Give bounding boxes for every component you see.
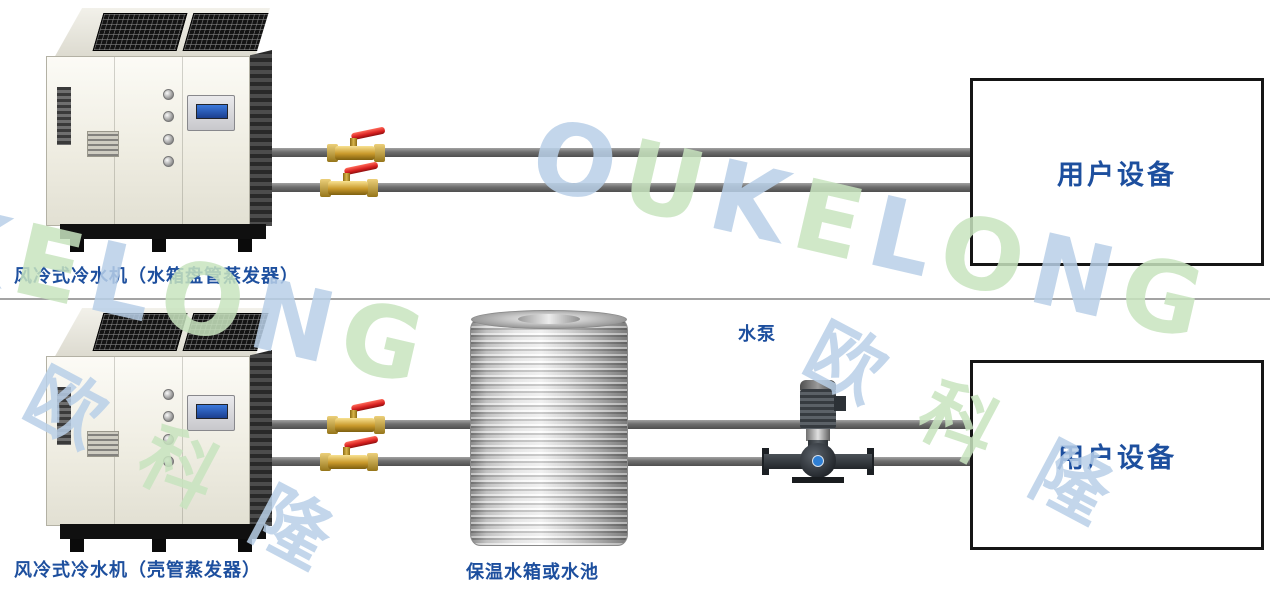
pump-coupling: [806, 429, 830, 441]
valve-nut: [320, 453, 331, 471]
valve-nut: [327, 416, 338, 434]
fan-grille-icon: [92, 13, 188, 51]
control-panel: [187, 95, 235, 131]
section-divider: [0, 298, 1270, 300]
chiller-top-label: 风冷式冷水机（水箱盘管蒸发器）: [14, 266, 299, 287]
chiller-lower-vent: [87, 131, 119, 157]
pipe-top-supply: [252, 148, 970, 157]
pipe-top-return: [252, 183, 970, 192]
chiller-lower-vent: [87, 431, 119, 457]
gauge-knob: [163, 411, 174, 423]
chiller-side-vent: [250, 350, 272, 526]
chiller-front-panel: [46, 356, 250, 526]
valve-body: [335, 418, 375, 432]
pipe-bottom-chiller-to-tank-return: [252, 457, 512, 466]
chiller-roof: [54, 8, 270, 58]
chiller-base: [60, 524, 266, 539]
valve-nut: [374, 144, 385, 162]
chiller-bottom-label: 风冷式冷水机（壳管蒸发器）: [14, 560, 261, 581]
valve-nut: [374, 416, 385, 434]
valve-stem: [343, 447, 350, 457]
valve-stem: [350, 138, 357, 148]
pump-brand-badge: [812, 455, 824, 467]
water-pump: [762, 380, 874, 484]
chiller-foot: [238, 239, 252, 252]
ball-valve-bottom-1: [325, 396, 387, 438]
valve-nut: [367, 179, 378, 197]
gauge-knob: [163, 89, 174, 100]
insulated-water-tank: [470, 310, 628, 546]
gauge-knob: [163, 433, 174, 445]
user-device-box-bottom: 用户设备: [970, 360, 1264, 550]
fan-grille-icon: [182, 13, 270, 51]
gauge-knob: [163, 133, 174, 145]
control-panel: [187, 395, 235, 431]
valve-stem: [350, 410, 357, 420]
ball-valve-bottom-2: [318, 433, 380, 475]
chiller-foot: [238, 539, 252, 552]
valve-nut: [367, 453, 378, 471]
gauge-column: [163, 389, 175, 467]
chiller-foot: [152, 539, 166, 552]
chiller-tank-coil: [40, 8, 272, 256]
chiller-base: [60, 224, 266, 239]
user-device-box-top: 用户设备: [970, 78, 1264, 266]
gauge-knob: [163, 455, 174, 467]
valve-nut: [327, 144, 338, 162]
control-display: [196, 404, 228, 419]
pipe-bottom-tank-to-device-supply: [590, 420, 970, 429]
chiller-foot: [70, 539, 84, 552]
chiller-foot: [70, 239, 84, 252]
fan-grille-icon: [92, 313, 188, 351]
fan-grille-icon: [182, 313, 270, 351]
pump-label: 水泵: [738, 324, 776, 345]
chiller-foot: [152, 239, 166, 252]
ball-valve-top-1: [325, 124, 387, 166]
valve-body: [328, 455, 368, 469]
tank-label: 保温水箱或水池: [466, 562, 599, 583]
user-device-label: 用户设备: [1057, 159, 1177, 191]
control-display: [196, 104, 228, 119]
pump-motor-cap: [800, 380, 836, 390]
valve-stem: [343, 173, 350, 183]
chiller-shell-tube: [40, 308, 272, 556]
gauge-knob: [163, 111, 174, 123]
chiller-left-vent: [57, 387, 71, 445]
tank-lid: [518, 314, 580, 324]
gauge-column: [163, 89, 175, 167]
ball-valve-top-2: [318, 159, 380, 201]
valve-nut: [320, 179, 331, 197]
pump-terminal-box: [834, 396, 846, 411]
gauge-knob: [163, 155, 174, 167]
valve-body: [328, 181, 368, 195]
chiller-left-vent: [57, 87, 71, 145]
valve-body: [335, 146, 375, 160]
tank-body: [470, 318, 628, 546]
chiller-side-vent: [250, 50, 272, 226]
user-device-label: 用户设备: [1057, 442, 1177, 474]
chiller-front-panel: [46, 56, 250, 226]
gauge-knob: [163, 389, 174, 400]
pump-motor: [800, 389, 836, 429]
chiller-roof: [54, 308, 270, 358]
pump-base: [792, 477, 844, 483]
